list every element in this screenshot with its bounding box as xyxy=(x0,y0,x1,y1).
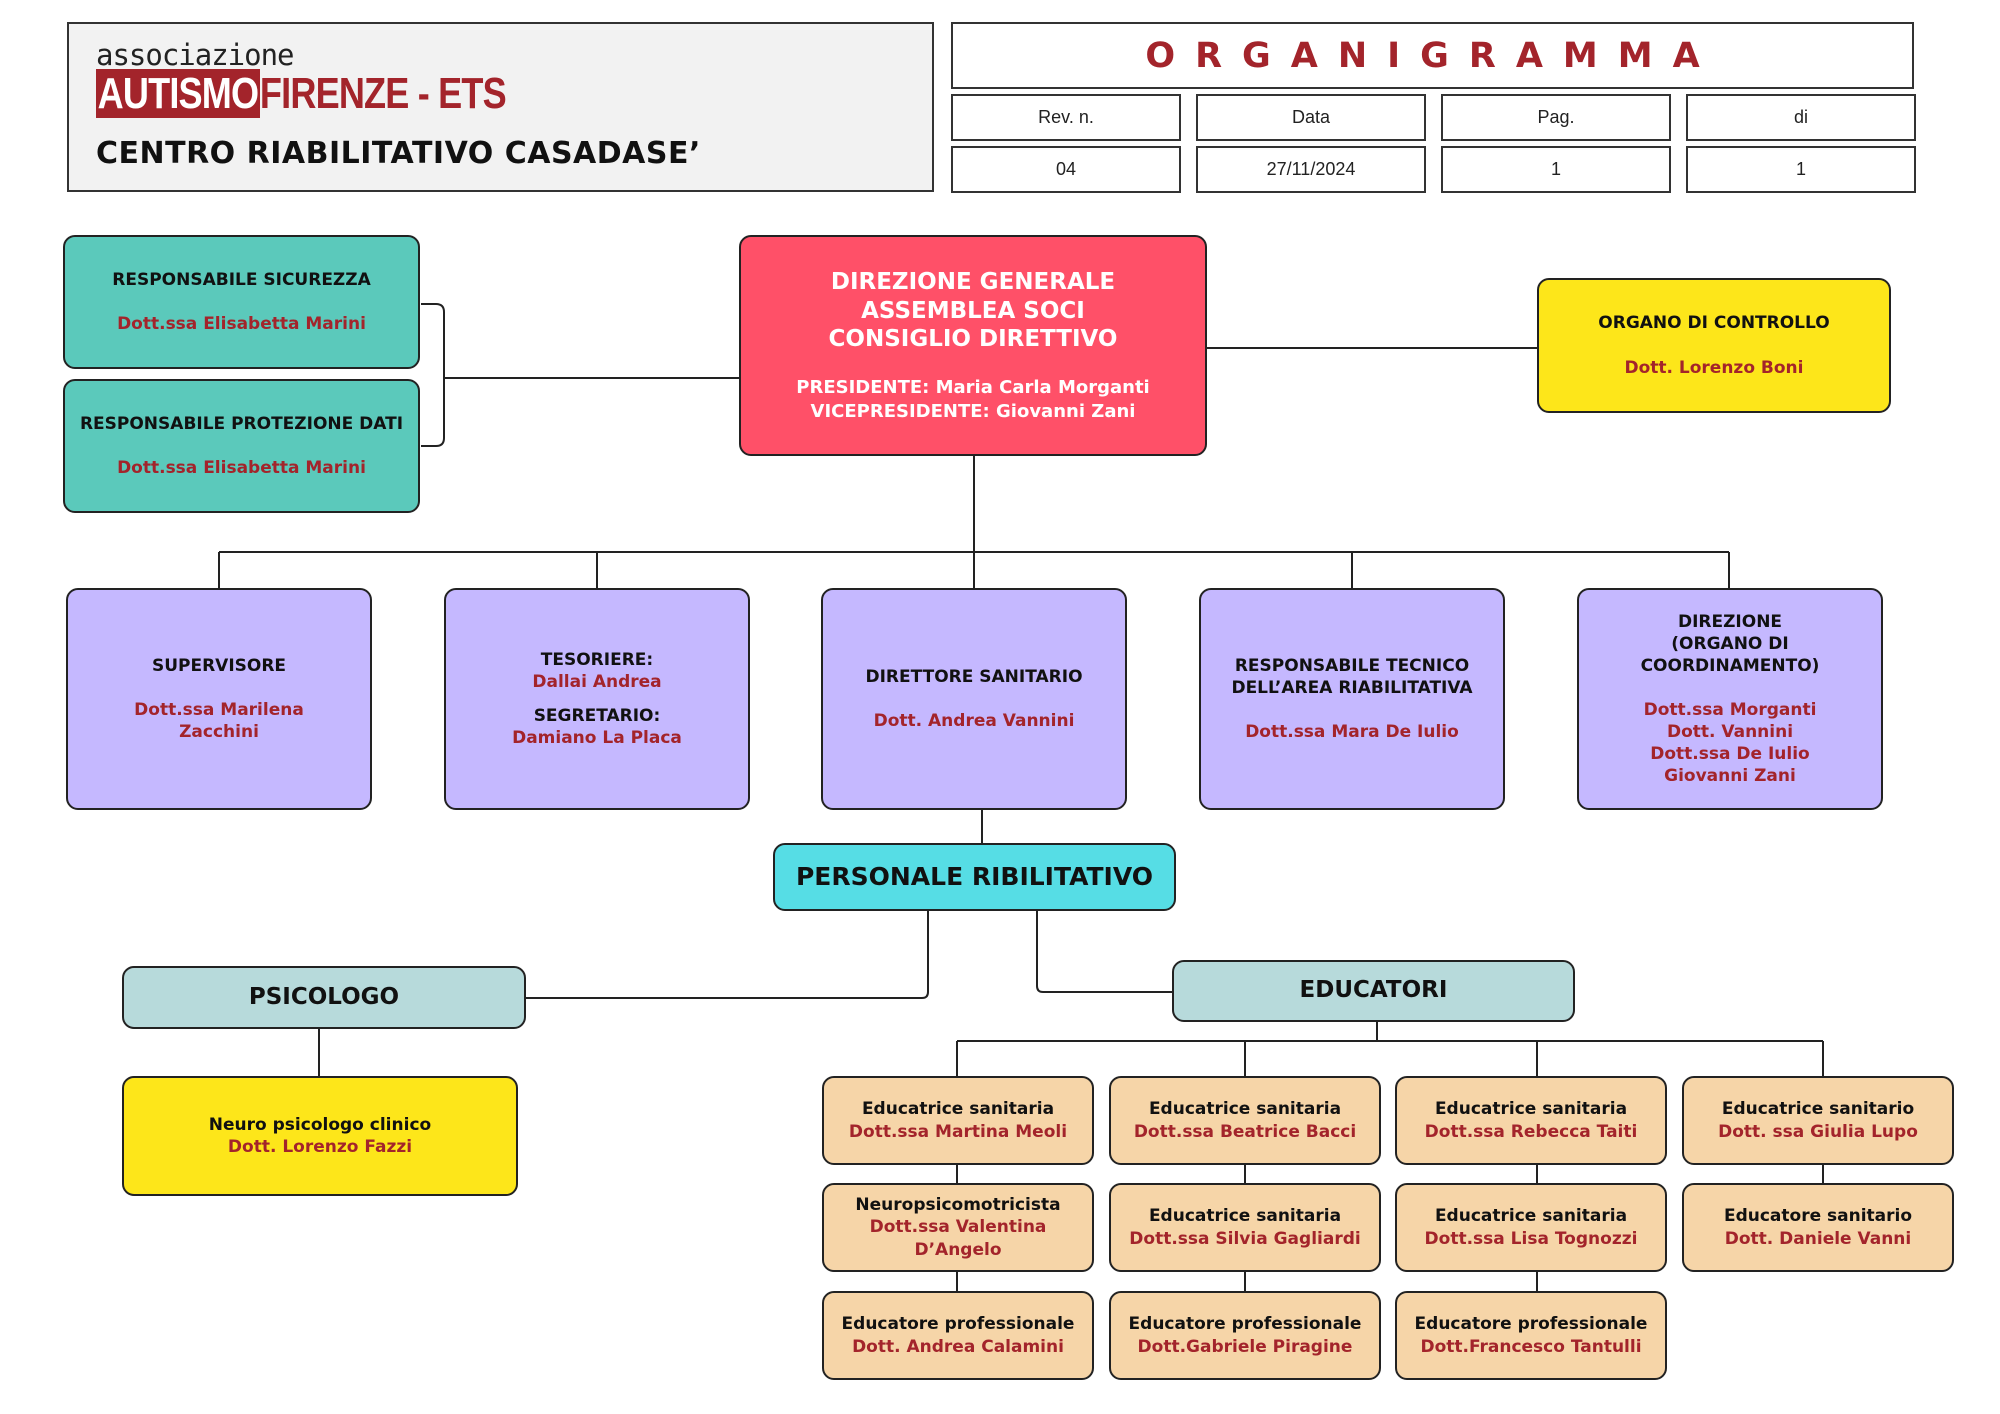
node-person: Dott. Daniele Vanni xyxy=(1724,1228,1912,1249)
meta-label-di: di xyxy=(1686,94,1916,141)
node-person: Dott.ssa Elisabetta Marini xyxy=(117,314,366,334)
node-educatore: Neuropsicomotricista Dott.ssa Valentina … xyxy=(822,1183,1094,1272)
node-role: ORGANO DI CONTROLLO xyxy=(1598,313,1830,334)
header-logo-panel: associazione AUTISMOFIRENZE - ETS CENTRO… xyxy=(67,22,934,192)
node-role: Educatrice sanitaria xyxy=(1434,1206,1628,1227)
node-role: TESORIERE: xyxy=(540,649,654,670)
node-title-line: DIREZIONE GENERALE xyxy=(830,268,1116,295)
logo-association-text: associazione xyxy=(96,38,295,72)
node-educatore: Educatore professionale Dott. Andrea Cal… xyxy=(822,1291,1094,1380)
node-responsabile-tecnico: RESPONSABILE TECNICO DELL’AREA RIABILITA… xyxy=(1199,588,1505,810)
center-name: CENTRO RIABILITATIVO CASADASE’ xyxy=(96,136,701,171)
node-person: Dott.ssa Martina Meoli xyxy=(848,1121,1068,1142)
node-person: Dott. ssa Giulia Lupo xyxy=(1718,1121,1918,1142)
node-person: Damiano La Placa xyxy=(512,728,682,749)
node-role: Educatore professionale xyxy=(1414,1314,1648,1335)
node-direzione-generale: DIREZIONE GENERALE ASSEMBLEA SOCI CONSIG… xyxy=(739,235,1207,456)
node-psicologo: PSICOLOGO xyxy=(122,966,526,1029)
organization-logo: AUTISMOFIRENZE - ETS xyxy=(96,69,507,118)
node-educatore: Educatore sanitario Dott. Daniele Vanni xyxy=(1682,1183,1954,1272)
node-role: Educatore professionale xyxy=(841,1314,1075,1335)
node-person: Giovanni Zani xyxy=(1664,766,1796,787)
meta-label-rev: Rev. n. xyxy=(951,94,1181,141)
node-educatore: Educatrice sanitaria Dott.ssa Rebecca Ta… xyxy=(1395,1076,1667,1165)
logo-autismo: AUTISMO xyxy=(96,69,260,118)
node-person: Zacchini xyxy=(179,722,259,743)
node-role: Educatrice sanitaria xyxy=(861,1099,1055,1120)
node-role: Educatore sanitario xyxy=(1723,1206,1913,1227)
node-educatore: Educatrice sanitaria Dott.ssa Lisa Togno… xyxy=(1395,1183,1667,1272)
node-person: Dott. Andrea Vannini xyxy=(873,711,1075,731)
meta-value-data: 27/11/2024 xyxy=(1196,146,1426,193)
node-presidente: PRESIDENTE: Maria Carla Morganti xyxy=(796,377,1150,399)
node-person: Dott.ssa De Iulio xyxy=(1650,744,1810,765)
node-supervisore: SUPERVISORE Dott.ssa Marilena Zacchini xyxy=(66,588,372,810)
node-role: DIREZIONE xyxy=(1677,611,1783,632)
node-person: Dallai Andrea xyxy=(532,671,662,692)
node-role: DIRETTORE SANITARIO xyxy=(865,666,1083,687)
node-person: Dott.ssa Beatrice Bacci xyxy=(1133,1121,1357,1142)
node-role: SUPERVISORE xyxy=(151,655,287,676)
node-vicepresidente: VICEPRESIDENTE: Giovanni Zani xyxy=(810,400,1136,422)
node-educatore: Educatrice sanitaria Dott.ssa Martina Me… xyxy=(822,1076,1094,1165)
node-role: Educatrice sanitaria xyxy=(1148,1099,1342,1120)
node-person: Dott.ssa Silvia Gagliardi xyxy=(1129,1228,1361,1249)
node-role: RESPONSABILE SICUREZZA xyxy=(112,269,371,290)
node-title-line: CONSIGLIO DIRETTIVO xyxy=(828,326,1118,353)
node-role: DELL’AREA RIABILITATIVA xyxy=(1231,677,1473,698)
node-person: Dott. Lorenzo Boni xyxy=(1624,357,1804,378)
node-person: Dott. Vannini xyxy=(1666,722,1794,743)
node-role: Neuro psicologo clinico xyxy=(208,1114,432,1135)
node-role: (ORGANO DI xyxy=(1671,633,1789,654)
meta-label-data: Data xyxy=(1196,94,1426,141)
node-person: Dott.ssa Rebecca Taiti xyxy=(1424,1121,1638,1142)
document-title: ORGANIGRAMMA xyxy=(951,22,1914,89)
node-title-line: ASSEMBLEA SOCI xyxy=(861,297,1085,324)
node-role: COORDINAMENTO) xyxy=(1640,655,1820,676)
node-person: Dott.ssa Mara De Iulio xyxy=(1245,722,1459,743)
node-role: Neuropsicomotricista xyxy=(855,1195,1061,1216)
meta-value-di: 1 xyxy=(1686,146,1916,193)
node-educatore: Educatrice sanitaria Dott.ssa Beatrice B… xyxy=(1109,1076,1381,1165)
node-educatore: Educatrice sanitaria Dott.ssa Silvia Gag… xyxy=(1109,1183,1381,1272)
node-educatore: Educatore professionale Dott.Francesco T… xyxy=(1395,1291,1667,1380)
node-role: Educatrice sanitario xyxy=(1721,1099,1915,1120)
node-role: RESPONSABILE TECNICO xyxy=(1234,655,1470,676)
node-responsabile-sicurezza: RESPONSABILE SICUREZZA Dott.ssa Elisabet… xyxy=(63,235,420,369)
node-person: Dott.ssa Valentina D’Angelo xyxy=(869,1217,1047,1260)
node-person: Dott.Gabriele Piragine xyxy=(1137,1336,1353,1357)
meta-value-rev: 04 xyxy=(951,146,1181,193)
node-person: Dott.ssa Elisabetta Marini xyxy=(117,458,366,478)
node-neuro-psicologo: Neuro psicologo clinico Dott. Lorenzo Fa… xyxy=(122,1076,518,1196)
node-direzione-coordinamento: DIREZIONE (ORGANO DI COORDINAMENTO) Dott… xyxy=(1577,588,1883,810)
node-direttore-sanitario: DIRETTORE SANITARIO Dott. Andrea Vannini xyxy=(821,588,1127,810)
node-person: Dott.ssa Marilena xyxy=(134,699,304,720)
meta-value-pag: 1 xyxy=(1441,146,1671,193)
node-educatore: Educatore professionale Dott.Gabriele Pi… xyxy=(1109,1291,1381,1380)
node-role: RESPONSABILE PROTEZIONE DATI xyxy=(79,413,404,434)
node-person: Dott. Lorenzo Fazzi xyxy=(227,1137,413,1157)
node-person: Dott.ssa Morganti xyxy=(1643,699,1817,720)
node-role: SEGRETARIO: xyxy=(533,706,661,726)
node-role: Educatore professionale xyxy=(1128,1314,1362,1335)
meta-label-pag: Pag. xyxy=(1441,94,1671,141)
node-person: Dott.Francesco Tantulli xyxy=(1420,1336,1642,1357)
node-role: Educatrice sanitaria xyxy=(1148,1206,1342,1227)
node-personale-riabilitativo: PERSONALE RIBILITATIVO xyxy=(773,843,1176,911)
node-responsabile-protezione-dati: RESPONSABILE PROTEZIONE DATI Dott.ssa El… xyxy=(63,379,420,513)
node-organo-di-controllo: ORGANO DI CONTROLLO Dott. Lorenzo Boni xyxy=(1537,278,1891,413)
node-person: Dott.ssa Lisa Tognozzi xyxy=(1424,1228,1638,1249)
node-educatori: EDUCATORI xyxy=(1172,960,1575,1022)
node-tesoriere-segretario: TESORIERE: Dallai Andrea SEGRETARIO: Dam… xyxy=(444,588,750,810)
node-educatore: Educatrice sanitario Dott. ssa Giulia Lu… xyxy=(1682,1076,1954,1165)
node-role: Educatrice sanitaria xyxy=(1434,1099,1628,1120)
logo-firenze: FIRENZE - ETS xyxy=(259,69,507,118)
node-person: Dott. Andrea Calamini xyxy=(852,1336,1064,1357)
